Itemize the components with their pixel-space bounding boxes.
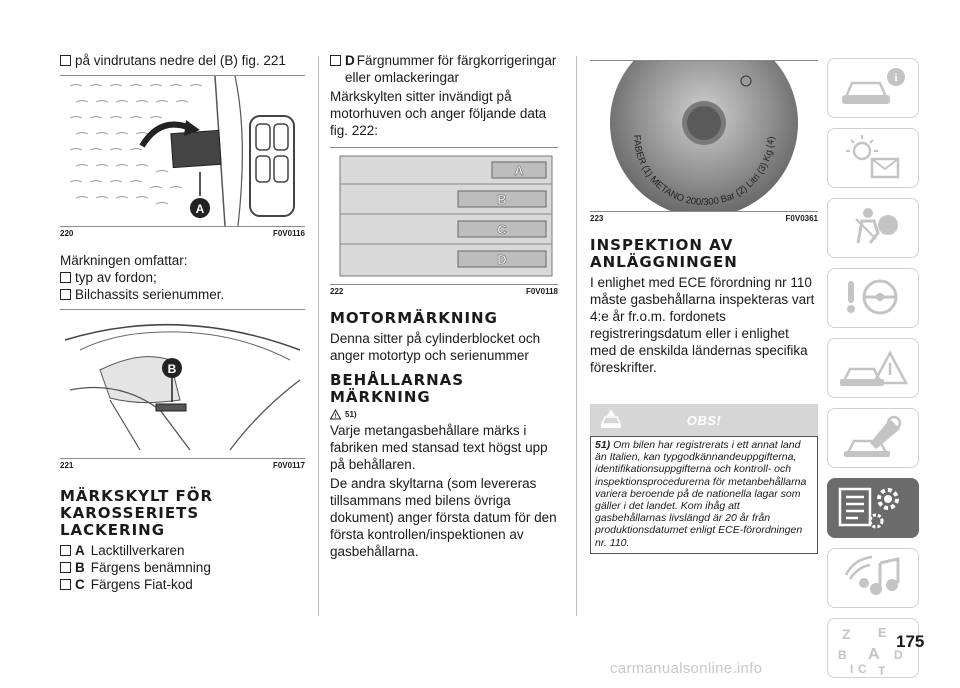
steering-start-icon xyxy=(847,279,898,315)
multimedia-icon xyxy=(844,555,900,595)
note-reference: ! 51) xyxy=(330,409,558,420)
svg-text:D: D xyxy=(497,252,506,267)
sidebar-item-technical-data[interactable] xyxy=(827,478,919,538)
emergency-icon xyxy=(840,350,909,386)
paint-plate-illustration: A B C D xyxy=(339,155,553,277)
section-heading: INSPEKTION AV ANLÄGGNINGEN xyxy=(590,236,738,271)
callout-b-marker xyxy=(162,358,182,378)
tank-text-2: De andra skyltarna (som levereras tillsa… xyxy=(330,476,557,559)
checkbox-bullet-icon xyxy=(60,289,71,300)
svg-text:!: ! xyxy=(335,414,337,420)
obs-header: OBS! xyxy=(590,404,818,436)
marking-intro: Märkningen omfattar: xyxy=(60,253,188,268)
sidebar-item-start-drive[interactable] xyxy=(827,268,919,328)
callout-a-marker xyxy=(190,198,210,218)
warning-lights-icon xyxy=(846,135,900,179)
svg-text:A: A xyxy=(868,646,880,663)
plate-row-d: D xyxy=(457,250,547,268)
svg-text:C: C xyxy=(858,662,867,676)
svg-text:D: D xyxy=(894,648,903,662)
figure-223: FABER (1) METANO 200/300 Bar (2) Litri (… xyxy=(590,29,818,217)
tank-text-1: Varje metangasbehållare märks i fabriken… xyxy=(330,423,548,472)
svg-text:Z: Z xyxy=(842,626,851,642)
technical-data-icon xyxy=(838,487,899,529)
index-icon: Z E B A D I C T xyxy=(838,625,903,678)
column-divider xyxy=(576,56,577,616)
checkbox-bullet-icon xyxy=(60,579,71,590)
checkbox-bullet-icon xyxy=(60,545,71,556)
plate-row-a: A xyxy=(491,161,547,179)
callout-a-label: A xyxy=(196,202,205,216)
sidebar-item-emergency[interactable] xyxy=(827,338,919,398)
sidebar-item-warning-lights[interactable] xyxy=(827,128,919,188)
plate-row-c: C xyxy=(457,220,547,238)
bullet-item: på vindrutans nedre del (B) fig. 221 xyxy=(60,52,305,69)
bullet-item: Bilchassits serienummer. xyxy=(60,286,305,303)
obs-title: OBS! xyxy=(686,412,722,428)
engine-text: Denna sitter på cylinderblocket och ange… xyxy=(330,331,541,363)
svg-text:E: E xyxy=(878,625,887,640)
bullet-item: typ av fordon; xyxy=(60,269,305,286)
plate-row-b: B xyxy=(457,190,547,208)
sidebar-item-multimedia[interactable] xyxy=(827,548,919,608)
column-3: FABER (1) METANO 200/300 Bar (2) Litri (… xyxy=(590,29,818,554)
svg-text:I: I xyxy=(850,662,853,676)
callout-b-label: B xyxy=(168,362,177,376)
sidebar-item-safety[interactable] xyxy=(827,198,919,258)
section-heading: BEHÅLLARNAS MÄRKNING xyxy=(330,371,465,406)
column-1: på vindrutans nedre del (B) fig. 221 xyxy=(60,52,305,593)
page-number: 175 xyxy=(896,632,925,651)
checkbox-bullet-icon xyxy=(60,55,71,66)
svg-text:B: B xyxy=(838,648,847,662)
sidebar-item-car-info[interactable]: i xyxy=(827,58,919,118)
car-info-icon: i xyxy=(842,68,905,104)
sidebar-item-maintenance[interactable] xyxy=(827,408,919,468)
car-front-illustration: B xyxy=(64,323,301,451)
windshield-illustration: A xyxy=(69,75,295,227)
sidebar-item-index[interactable]: Z E B A D I C T xyxy=(827,618,919,678)
svg-text:C: C xyxy=(497,222,507,237)
warning-triangle-icon: ! xyxy=(330,409,341,420)
obs-note: 51) Om bilen har registrerats i ett anna… xyxy=(590,436,818,554)
car-warning-icon xyxy=(600,409,622,428)
chapter-sidebar: i xyxy=(827,58,919,688)
section-heading: MÄRKSKYLT FÖR KAROSSERIETS LACKERING xyxy=(60,487,214,539)
checkbox-bullet-icon xyxy=(60,562,71,573)
svg-text:A: A xyxy=(514,163,524,178)
obs-box: OBS! 51) Om bilen har registrerats i ett… xyxy=(590,404,818,554)
svg-text:i: i xyxy=(894,72,897,84)
checkbox-bullet-icon xyxy=(60,272,71,283)
checkbox-bullet-icon xyxy=(330,55,341,66)
maintenance-icon xyxy=(844,415,902,457)
svg-text:T: T xyxy=(878,664,886,677)
section-heading: MOTORMÄRKNING xyxy=(330,309,498,327)
gas-tank-plate-illustration: FABER (1) METANO 200/300 Bar (2) Litri (… xyxy=(610,29,798,217)
figure-222: A B C D xyxy=(330,147,558,285)
safety-airbag-icon xyxy=(855,208,898,244)
footer-watermark: carmanualsonline.info xyxy=(610,660,763,677)
figure-221: B xyxy=(60,309,305,459)
column-divider xyxy=(318,56,319,616)
inspection-text: I enlighet med ECE förordning nr 110 mås… xyxy=(590,275,815,375)
location-text: Märkskylten sitter invändigt på motorhuv… xyxy=(330,89,547,138)
figure-220: A xyxy=(60,75,305,227)
svg-text:B: B xyxy=(497,192,506,207)
